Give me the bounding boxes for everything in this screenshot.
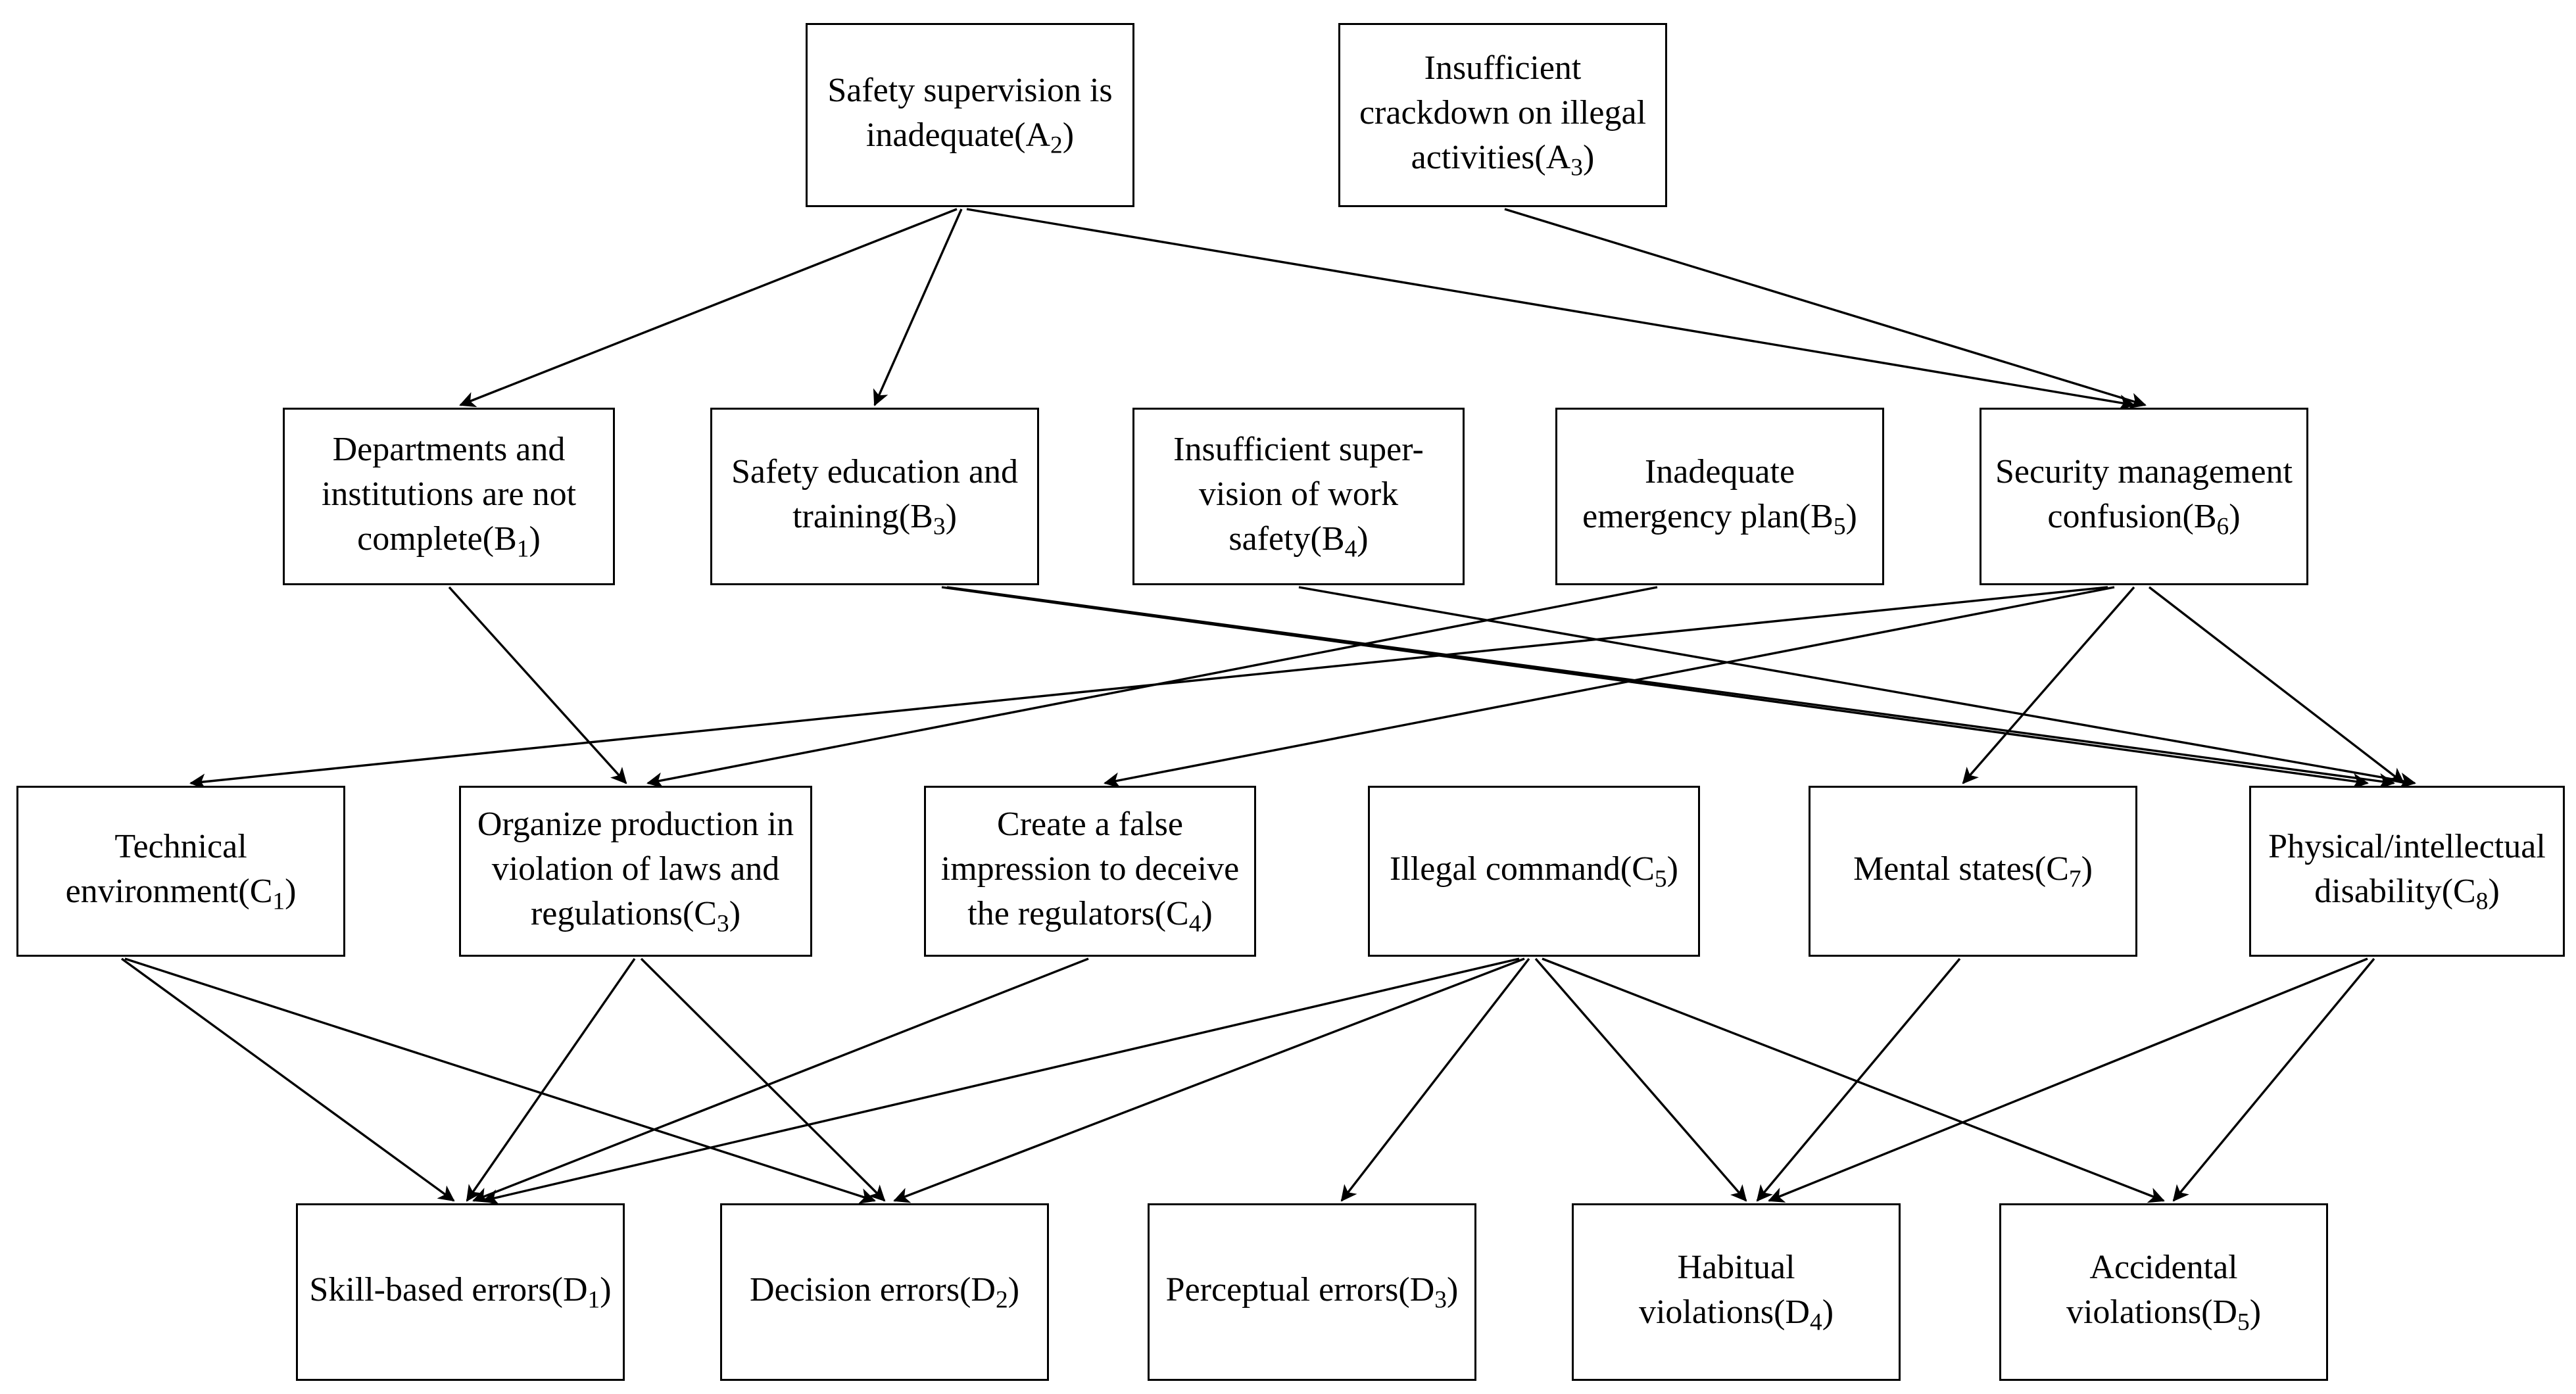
edge-c1-to-d1 xyxy=(120,957,455,1202)
edge-a3-to-b6 xyxy=(1504,208,2147,409)
edge-c5-to-d2 xyxy=(893,957,1525,1203)
edge-c1-to-d2 xyxy=(124,957,876,1204)
edge-c5-to-d4 xyxy=(1534,957,1747,1202)
edge-c3-to-d1 xyxy=(466,958,636,1202)
edge-a2-to-b6 xyxy=(966,208,2135,411)
node-d1-label: Skill-based errors(D1) xyxy=(309,1270,612,1314)
edge-b6-to-c4 xyxy=(1104,586,2115,788)
node-d1[interactable]: Skill-based errors(D1) xyxy=(296,1203,625,1381)
node-c7-label: Mental states(C7) xyxy=(1853,850,2093,893)
edge-c7-to-d4 xyxy=(1756,957,1961,1202)
edge-c8-to-d4 xyxy=(1768,957,2368,1203)
edge-b1-to-c3 xyxy=(448,586,627,784)
edge-c5-to-d5 xyxy=(1542,957,2165,1203)
node-c7[interactable]: Mental states(C7) xyxy=(1809,786,2137,957)
node-d3-label: Perceptual errors(D3) xyxy=(1165,1270,1459,1314)
edge-b3-to-c8 xyxy=(941,586,2369,790)
edge-b3-to-c8 xyxy=(946,586,2395,790)
edge-a2-to-b3 xyxy=(873,208,963,406)
edge-b6-to-c1 xyxy=(189,586,2108,790)
node-c5[interactable]: Illegal command(C5) xyxy=(1368,786,1700,957)
edge-b6-to-c7 xyxy=(1962,586,2135,784)
edge-c5-to-d3 xyxy=(1340,957,1530,1202)
edge-a2-to-b1 xyxy=(459,208,958,408)
node-d2[interactable]: Decision errors(D2) xyxy=(720,1203,1049,1381)
edge-c8-to-d5 xyxy=(2172,957,2375,1202)
edge-c3-to-d2 xyxy=(640,957,886,1202)
edge-c5-to-d1 xyxy=(482,957,1520,1205)
node-d2-label: Decision errors(D2) xyxy=(749,1270,1020,1314)
edge-c4-to-d1 xyxy=(472,957,1089,1203)
node-c5-label: Illegal command(C5) xyxy=(1390,850,1678,893)
edge-b4-to-c8 xyxy=(1298,586,2416,789)
node-d3[interactable]: Perceptual errors(D3) xyxy=(1148,1203,1476,1381)
edge-b5-to-c3 xyxy=(646,586,1658,788)
edge-b6-to-c8 xyxy=(2148,586,2405,784)
